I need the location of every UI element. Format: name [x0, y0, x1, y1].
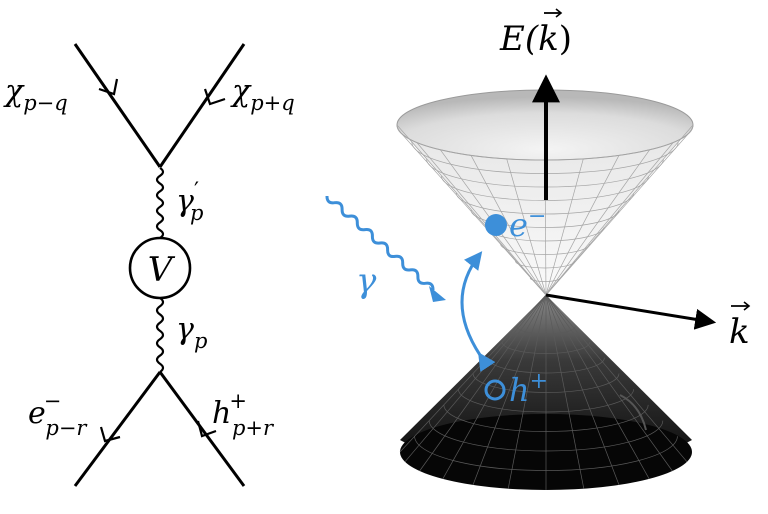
upper-cone-surface	[396, 125, 693, 295]
label-chi-top-right: χp+q	[230, 74, 295, 115]
electron-dot	[485, 214, 507, 236]
lower-cone-fold	[619, 394, 647, 431]
arrow-tick-top-left	[98, 78, 119, 96]
dirac-cone-diagram: E(k) k γ e− h+	[325, 8, 751, 490]
feynman-diagram: V χp−q χp+q γ′p γp e−p−r h+p+r	[3, 43, 295, 487]
incoming-photon-arrowhead	[429, 286, 446, 302]
photon-label: γ	[356, 261, 377, 301]
momentum-vector-head	[743, 301, 751, 311]
fermion-line-bottom-left	[73, 371, 162, 487]
incoming-photon-wave	[325, 195, 435, 291]
label-electron-out: e−p−r	[28, 389, 88, 440]
energy-axis-label: E(k)	[499, 19, 572, 59]
label-hole-out: h+p+r	[212, 389, 275, 440]
vertex-label: V	[148, 250, 176, 290]
arrow-tick-bottom-right	[196, 420, 217, 438]
excitation-arrow	[460, 251, 496, 372]
label-gamma-prime: γ′p	[176, 179, 203, 225]
lower-cone-mesh	[399, 294, 688, 490]
photon-propagator-upper	[155, 167, 165, 239]
energy-vector-head	[555, 8, 563, 18]
fermion-line-top-left	[73, 43, 162, 168]
electron-label: e−	[509, 204, 546, 244]
vertex-circle	[128, 236, 192, 300]
hole-circle	[484, 379, 506, 401]
label-gamma: γp	[176, 312, 207, 353]
photon-propagator-lower	[155, 297, 165, 373]
label-chi-top-left: χp−q	[3, 74, 68, 115]
arrow-tick-bottom-left	[99, 426, 121, 443]
momentum-axis-label: k	[729, 312, 750, 352]
momentum-axis-arrow	[545, 293, 717, 330]
fermion-line-top-right	[158, 43, 246, 168]
arrow-tick-top-right	[203, 88, 226, 106]
fermion-line-bottom-right	[158, 371, 246, 487]
hole-label: h+	[509, 369, 548, 409]
